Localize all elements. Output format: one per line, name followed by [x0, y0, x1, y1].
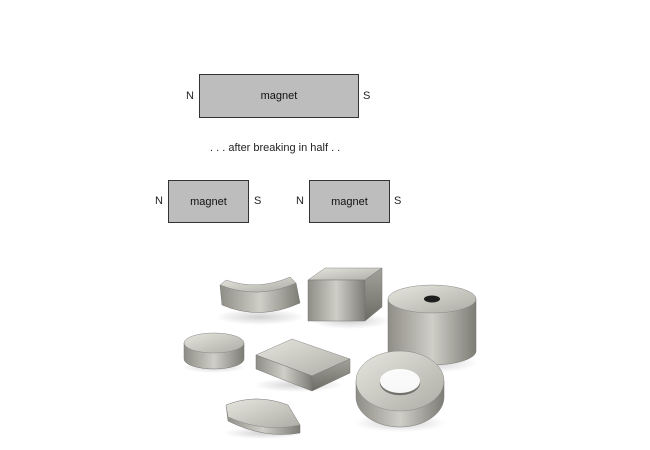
whole-magnet-bar: magnet: [199, 74, 359, 118]
block-magnet: [253, 338, 351, 392]
disc-magnet: [182, 332, 246, 373]
cube-magnet: [307, 267, 390, 329]
whole-magnet-label: magnet: [260, 90, 298, 102]
half-left-label: magnet: [190, 195, 227, 208]
flat-ring-magnet: [354, 350, 446, 432]
half-right-bar: magnet: [309, 180, 390, 223]
break-caption: . . . after breaking in half . .: [210, 142, 341, 154]
half-left-north-label: N: [155, 195, 163, 207]
half-left-south-label: S: [254, 195, 262, 207]
half-right-label: magnet: [331, 195, 368, 208]
whole-magnet-north-label: N: [186, 90, 194, 102]
whole-magnet-south-label: S: [363, 90, 371, 102]
magnet-shapes-photo: [182, 267, 478, 439]
half-right-south-label: S: [394, 195, 402, 207]
sector-magnet: [224, 398, 304, 439]
half-right-north-label: N: [296, 195, 304, 207]
arc-segment-magnet: [215, 276, 305, 325]
half-left-bar: magnet: [168, 180, 249, 223]
